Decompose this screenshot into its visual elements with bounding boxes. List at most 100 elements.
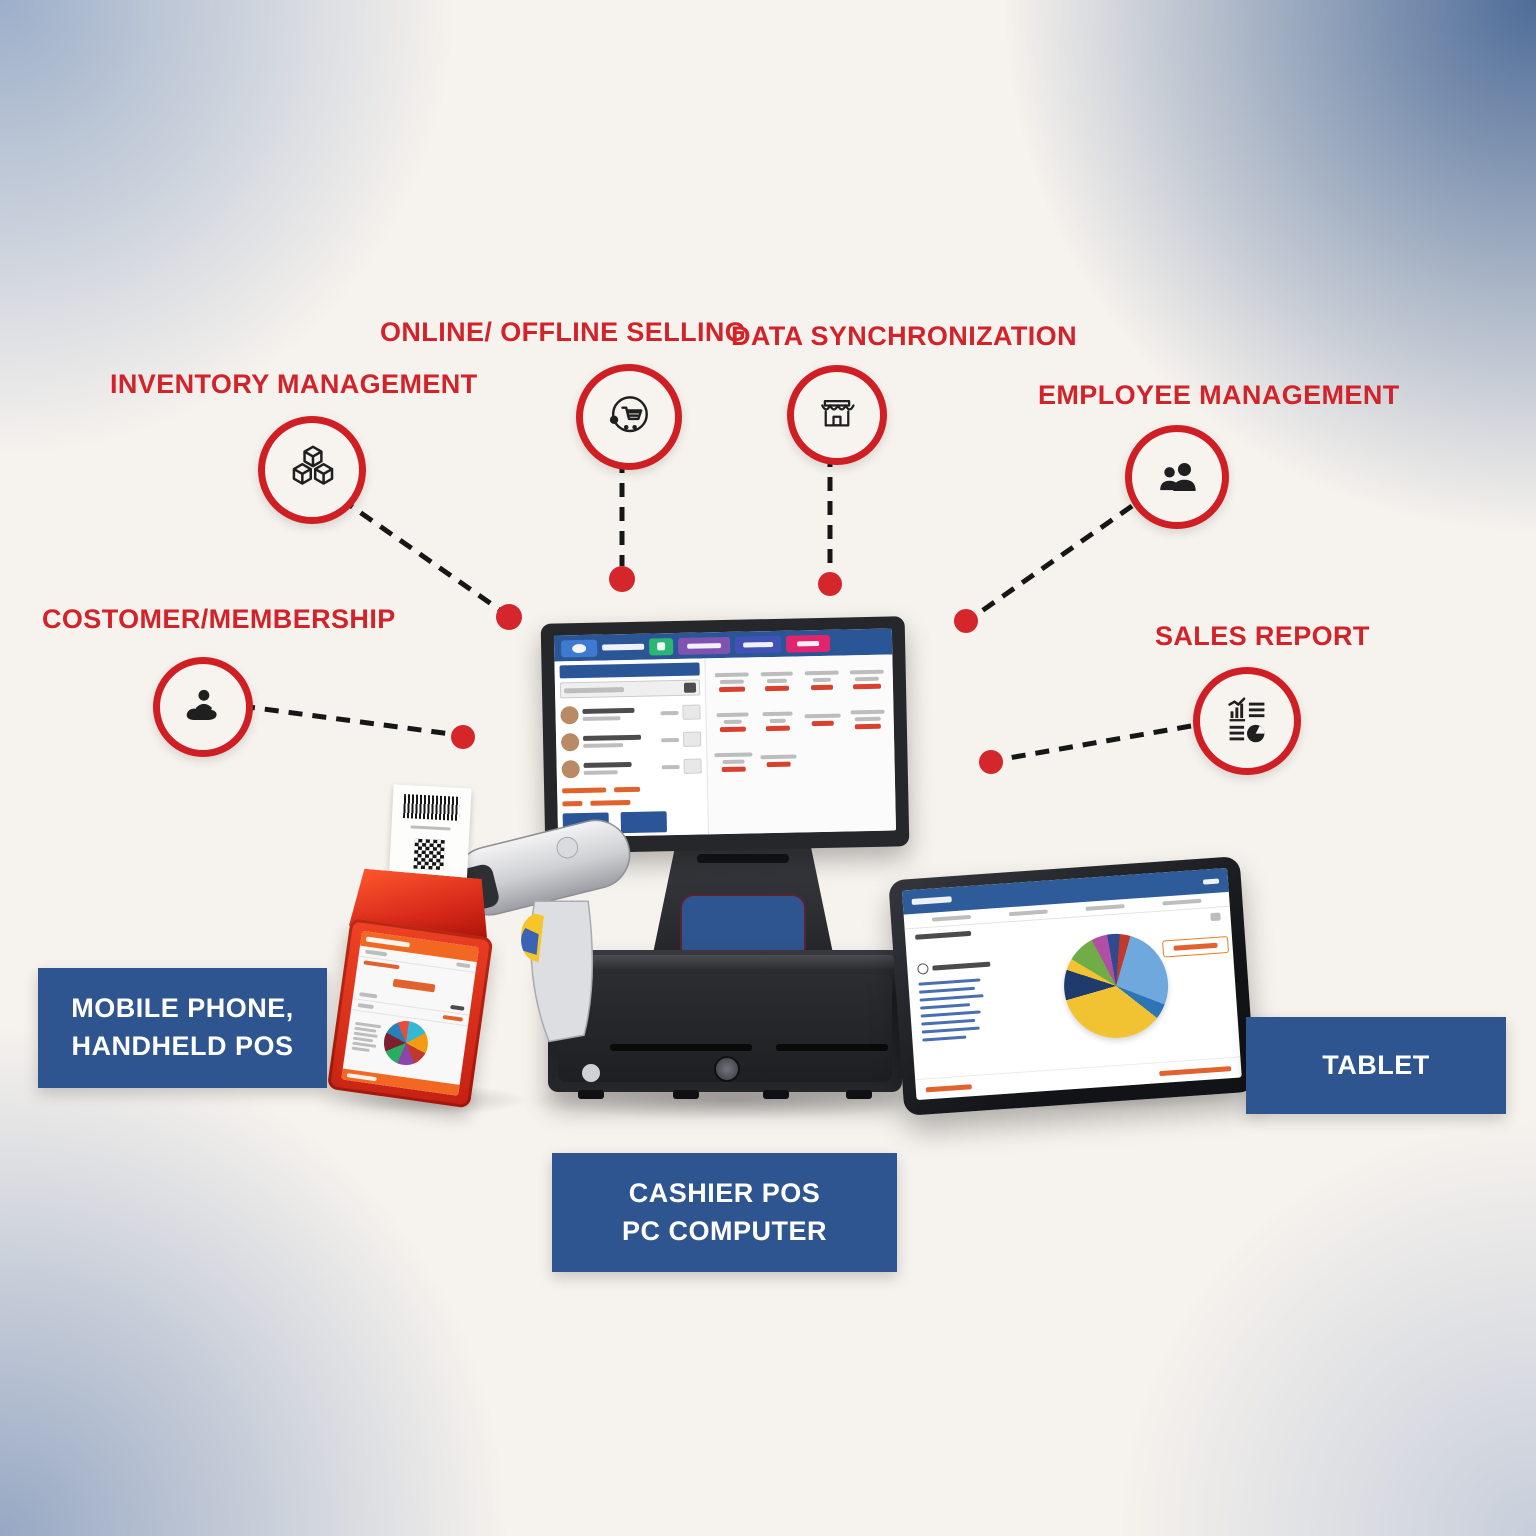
placeholder-bar bbox=[920, 1002, 971, 1010]
label-line: MOBILE PHONE, bbox=[71, 993, 294, 1024]
placeholder-bar bbox=[351, 1046, 370, 1052]
label-line: TABLET bbox=[1322, 1049, 1430, 1080]
label-box-cashier-pos: CASHIER POS PC COMPUTER bbox=[552, 1153, 897, 1272]
placeholder-bar bbox=[450, 1004, 465, 1011]
connector-line-employee bbox=[974, 503, 1134, 618]
pos-customer-row bbox=[560, 726, 702, 756]
placeholder-bar bbox=[657, 642, 666, 651]
placeholder-bar bbox=[583, 761, 632, 768]
placeholder-bar bbox=[854, 723, 881, 729]
customer-care-icon bbox=[186, 689, 217, 721]
placeholder-bar bbox=[1008, 909, 1048, 917]
placeholder-bar bbox=[852, 683, 881, 689]
placeholder-bar bbox=[932, 961, 991, 971]
product-cell bbox=[758, 742, 799, 779]
placeholder-bar bbox=[410, 825, 451, 831]
placeholder-bar bbox=[720, 679, 745, 684]
placeholder-bar bbox=[357, 1002, 374, 1010]
placeholder-bar bbox=[918, 977, 981, 986]
placeholder-bar bbox=[1162, 898, 1202, 906]
placeholder-bar bbox=[563, 686, 625, 693]
placeholder-bar bbox=[922, 1035, 967, 1042]
placeholder-bar bbox=[602, 643, 645, 651]
avatar bbox=[560, 732, 580, 752]
placeholder-bar bbox=[661, 737, 680, 743]
placeholder-bar bbox=[715, 671, 750, 677]
feature-label-inventory: INVENTORY MANAGEMENT bbox=[110, 369, 478, 399]
placeholder-bar bbox=[724, 719, 743, 724]
barcode-print bbox=[402, 793, 461, 821]
placeholder-bar bbox=[919, 993, 984, 1002]
placeholder-bar bbox=[854, 716, 881, 721]
feature-circle-data-sync bbox=[787, 365, 887, 465]
tablet-device bbox=[888, 856, 1256, 1116]
storefront-icon bbox=[821, 400, 855, 427]
placeholder-bar bbox=[583, 770, 618, 775]
placeholder-bar bbox=[442, 1014, 464, 1022]
placeholder-bar bbox=[365, 949, 388, 957]
placeholder-bar bbox=[804, 713, 841, 719]
placeholder-bar bbox=[766, 678, 788, 683]
placeholder-bar bbox=[722, 759, 745, 764]
connector-line-inventory bbox=[339, 496, 502, 613]
drawer-slot bbox=[776, 1044, 888, 1051]
stand-printer-slot bbox=[697, 854, 789, 863]
placeholder-bar bbox=[683, 758, 702, 775]
feature-circle-online-offline bbox=[576, 364, 682, 470]
placeholder-bar bbox=[810, 684, 833, 690]
placeholder-bar bbox=[1210, 911, 1221, 921]
handheld-body bbox=[326, 918, 494, 1109]
placeholder-bar bbox=[365, 936, 410, 948]
cash-drawer-top bbox=[554, 955, 896, 969]
placeholder-bar bbox=[1202, 877, 1220, 885]
placeholder-bar bbox=[582, 715, 621, 721]
placeholder-bar bbox=[687, 642, 722, 649]
connector-dot bbox=[979, 750, 1003, 774]
drawer-lock bbox=[714, 1056, 740, 1082]
drawer-slot bbox=[610, 1044, 752, 1051]
placeholder-bar bbox=[661, 764, 680, 770]
placeholder-bar bbox=[582, 707, 635, 714]
feature-circle-customer bbox=[153, 657, 253, 757]
product-cell bbox=[846, 661, 887, 698]
product-cell bbox=[802, 702, 843, 739]
tablet-report-body bbox=[906, 924, 1240, 1079]
scanner-trigger-blue bbox=[521, 928, 539, 955]
placeholder-bar bbox=[850, 709, 885, 714]
feature-circle-employee bbox=[1125, 425, 1229, 529]
two-users-icon bbox=[1160, 463, 1196, 491]
pos-nav-button-green bbox=[648, 637, 674, 656]
avatar bbox=[561, 760, 580, 779]
placeholder-bar bbox=[682, 731, 702, 748]
product-cell bbox=[801, 662, 842, 699]
placeholder-bar bbox=[346, 1072, 377, 1081]
pos-customer-row bbox=[561, 753, 702, 783]
placeholder-bar bbox=[719, 686, 746, 692]
placeholder-bar bbox=[660, 710, 679, 716]
placeholder-bar bbox=[1085, 904, 1125, 911]
connector-line-sales bbox=[1002, 723, 1192, 762]
pos-nav-button-indigo bbox=[734, 635, 782, 654]
placeholder-bar bbox=[714, 751, 753, 757]
shopping-cart-icon bbox=[609, 396, 648, 433]
product-cell bbox=[712, 663, 753, 700]
drawer-foot bbox=[846, 1090, 872, 1099]
placeholder-bar bbox=[760, 671, 793, 676]
connector-dot bbox=[818, 572, 842, 596]
handheld-pie-chart bbox=[381, 1018, 431, 1068]
pos-customer-row bbox=[560, 699, 701, 729]
qr-code-print bbox=[413, 838, 445, 871]
feature-circle-sales-report bbox=[1193, 667, 1301, 775]
placeholder-bar bbox=[925, 1083, 972, 1092]
placeholder-bar bbox=[854, 676, 879, 681]
cubes-icon bbox=[292, 445, 334, 485]
placeholder-bar bbox=[682, 704, 701, 721]
placeholder-bar bbox=[392, 978, 436, 993]
placeholder-bar bbox=[582, 734, 642, 741]
feature-label-employee: EMPLOYEE MANAGEMENT bbox=[1038, 380, 1400, 410]
pie-legend bbox=[916, 942, 1013, 1077]
placeholder-bar bbox=[765, 685, 790, 691]
label-line: HANDHELD POS bbox=[71, 1031, 294, 1061]
